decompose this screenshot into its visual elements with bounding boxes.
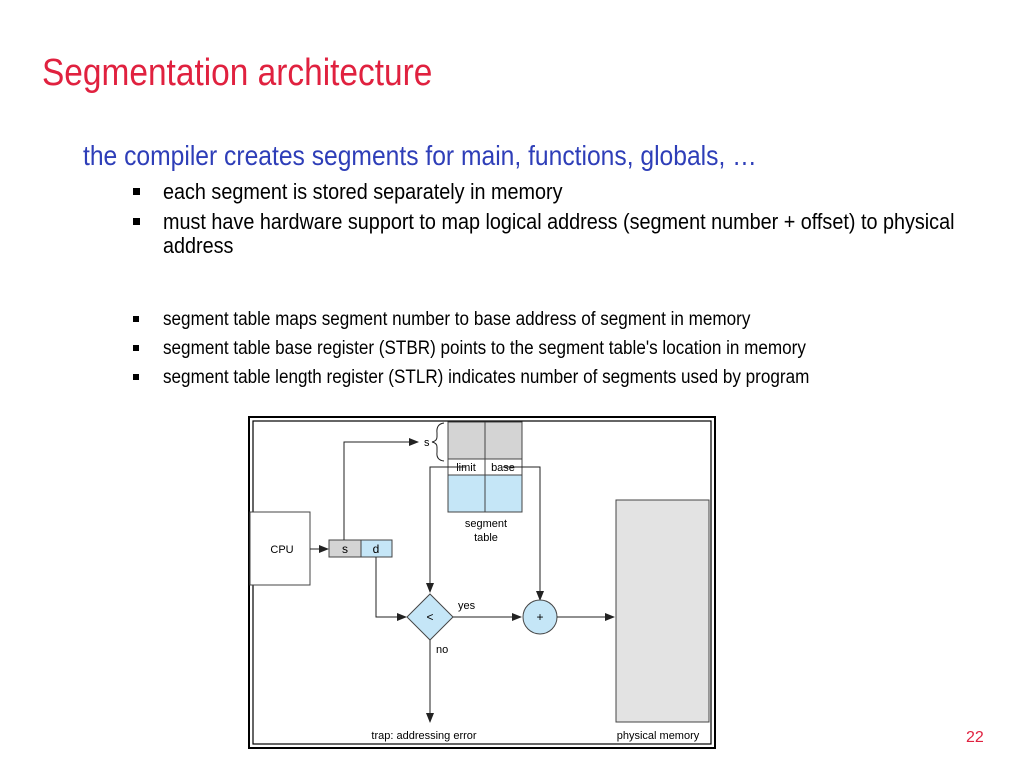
bullet-square-icon [133, 316, 139, 322]
s-to-table-arrow [343, 438, 419, 540]
bullet-item: segment table maps segment number to bas… [128, 309, 881, 331]
trap-label: trap: addressing error [371, 730, 476, 742]
cpu-label: CPU [270, 544, 293, 556]
cpu-box [249, 511, 311, 586]
detail-bullet-list: segment table maps segment number to bas… [128, 309, 881, 396]
index-s-label: s [424, 437, 430, 449]
base-label: base [491, 462, 515, 474]
compare-symbol: < [426, 610, 433, 624]
limit-to-compare-arrow [426, 466, 466, 593]
d-to-compare-arrow [375, 557, 407, 621]
slide-title: Segmentation architecture [42, 52, 433, 94]
physical-memory-block [615, 499, 710, 723]
no-label: no [436, 644, 448, 656]
bullet-item: segment table length register (STLR) ind… [128, 367, 881, 389]
bullet-square-icon [133, 218, 140, 225]
bullet-square-icon [133, 345, 139, 351]
bullet-square-icon [133, 188, 140, 195]
segmentation-diagram: CPU s d s limit base segment table < yes… [248, 416, 716, 749]
index-brace [431, 422, 445, 462]
base-to-adder-arrow [503, 466, 544, 601]
segment-table-caption-line2: table [474, 532, 498, 544]
physical-memory-label: physical memory [617, 730, 700, 742]
page-number: 22 [966, 729, 984, 746]
limit-label: limit [456, 462, 476, 474]
main-bullet-list: each segment is stored separately in mem… [128, 180, 1023, 264]
address-s-label: s [342, 542, 348, 556]
segment-table-caption-line1: segment [465, 518, 507, 530]
segment-table [447, 421, 523, 513]
add-symbol: + [536, 610, 543, 624]
yes-label: yes [458, 600, 476, 612]
address-d-label: d [373, 542, 380, 556]
bullet-item: must have hardware support to map logica… [128, 210, 1023, 258]
bullet-item: segment table base register (STBR) point… [128, 338, 881, 360]
bullet-square-icon [133, 374, 139, 380]
slide-subtitle: the compiler creates segments for main, … [83, 140, 757, 171]
bullet-item: each segment is stored separately in mem… [128, 180, 1023, 204]
